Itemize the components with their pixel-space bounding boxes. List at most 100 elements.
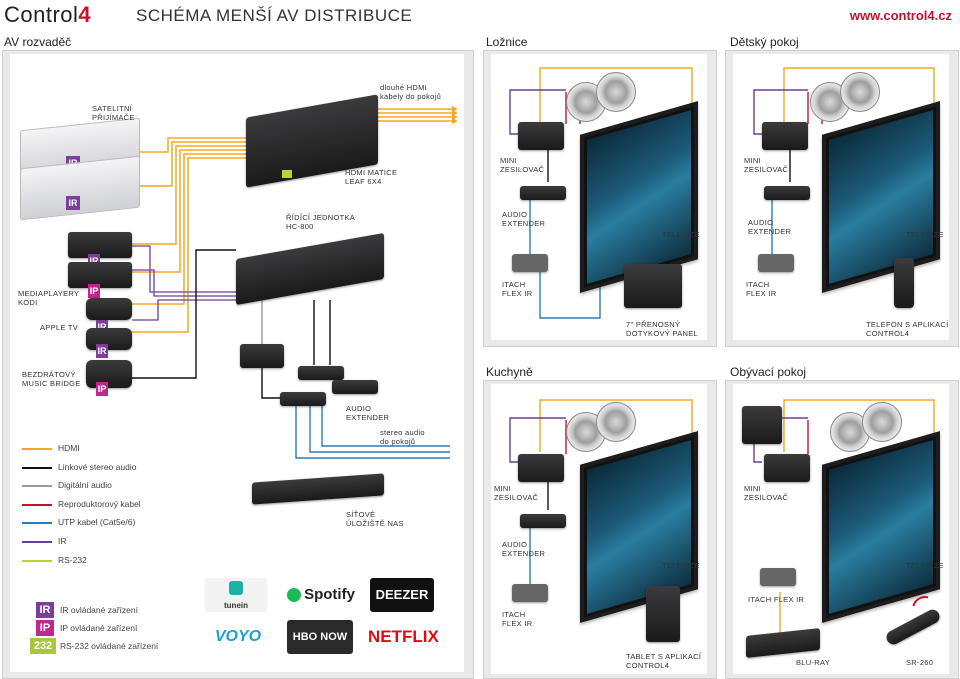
legend-swatch (22, 541, 52, 543)
control4-logo: Control4 (4, 2, 91, 28)
matrix-status-light (282, 170, 292, 178)
ceiling-speaker (840, 72, 880, 112)
legend-item-speaker-cable: Reproduktorový kabel (22, 496, 182, 514)
legend-item-digital-audio: Digitální audio (22, 477, 182, 495)
section-title-av-rack: AV rozvaděč (4, 35, 72, 49)
label-audio-extender: AUDIO EXTENDER (502, 540, 546, 558)
ir-cable-lines (132, 245, 236, 321)
legend-label: HDMI (58, 443, 80, 453)
legend-swatch (22, 522, 52, 524)
label-itach-flex-ir: ITACH FLEX IR (748, 595, 805, 604)
label-audio-extender: AUDIO EXTENDER (502, 210, 546, 228)
touch-panel-7in[interactable] (624, 264, 682, 308)
section-title-kitchen: Kuchyně (486, 365, 533, 379)
label-satellite-receivers: SATELITNÍ PŘIJÍMAČE (92, 104, 135, 122)
badge-legend-ip-label: IP ovládané zařízení (60, 623, 138, 633)
label-mini-amp: MINI ZESILOVAČ (494, 484, 539, 502)
label-mini-amp: MINI ZESILOVAČ (500, 156, 545, 174)
legend-swatch (22, 467, 52, 469)
label-tablet-app: TABLET S APLIKACÍ CONTROL4 (626, 652, 702, 670)
spotify-text: Spotify (304, 586, 355, 603)
digital-audio-converter (240, 344, 284, 368)
tablet[interactable] (646, 586, 680, 642)
label-tv: TELEVIZE (662, 230, 700, 239)
mini-amplifier (518, 454, 564, 482)
page-title: SCHÉMA MENŠÍ AV DISTRIBUCE (136, 6, 413, 25)
label-touch-panel: 7" PŘENOSNÝ DOTYKOVÝ PANEL (626, 320, 698, 338)
label-itach: ITACH FLEX IR (502, 280, 533, 298)
kodi-player-2 (68, 262, 132, 288)
ceiling-speaker (596, 72, 636, 112)
tv-screen (587, 110, 691, 284)
legend-item-hdmi: HDMI (22, 440, 182, 458)
audio-extender-rack-3 (280, 392, 326, 406)
stereo-audio-cable-music-bridge (130, 249, 236, 379)
television (580, 431, 698, 623)
label-phone-app: TELEFON S APLIKACÍ CONTROL4 (866, 320, 949, 338)
hdmi-cable-sources (132, 137, 250, 333)
label-bluray: BLU-RAY (796, 658, 831, 667)
spotify-logo: Spotify (285, 580, 357, 610)
television (822, 431, 940, 623)
label-tv: TELEVIZE (906, 230, 944, 239)
legend-swatch (22, 448, 52, 450)
hdmi-cable-long-runs (372, 108, 452, 122)
badge-legend-ir: IR (36, 602, 54, 618)
tv-screen (829, 440, 933, 614)
logo-text: Control (4, 2, 79, 27)
tunein-logo: tunein (205, 578, 267, 612)
smartphone[interactable] (894, 258, 914, 308)
spotify-icon (287, 588, 302, 603)
subwoofer (742, 406, 782, 444)
badge-legend-rs232-label: RS-232 ovládané zařízení (60, 641, 159, 651)
label-controller: ŘÍDÍCÍ JEDNOTKA HC-800 (286, 213, 356, 231)
badge-legend-rs232: 232 (30, 638, 56, 654)
audio-extender-rack-2 (332, 380, 378, 394)
legend-item-utp: UTP kabel (Cat5e/6) (22, 514, 182, 532)
legend-item-line-audio: Linkové stereo audio (22, 459, 182, 477)
audio-extender (764, 186, 810, 200)
label-long-hdmi: dlouhé HDMI kabely do pokojů (380, 83, 442, 101)
label-apple-tv: APPLE TV (40, 323, 79, 332)
section-title-bedroom: Ložnice (486, 35, 528, 49)
website-link[interactable]: www.control4.cz (849, 8, 952, 23)
section-title-kids-room: Dětský pokoj (730, 35, 799, 49)
legend-label: UTP kabel (Cat5e/6) (58, 517, 136, 527)
legend-swatch (22, 485, 52, 487)
music-bridge (86, 360, 132, 388)
legend-label: Reproduktorový kabel (58, 499, 141, 509)
legend-swatch (22, 504, 52, 506)
ceiling-speaker (596, 402, 636, 442)
tunein-text: tunein (224, 601, 248, 610)
badge-legend-ir-label: IR ovládané zařízení (60, 605, 138, 615)
television (822, 101, 940, 293)
itach-flex-ir (758, 254, 794, 272)
label-mini-amp: MINI ZESILOVAČ (744, 156, 789, 174)
stereo-audio-cables-extenders (261, 300, 331, 399)
label-mini-amp: MINI ZESILOVAČ (744, 484, 789, 502)
logo-num: 4 (78, 2, 92, 27)
badge-legend-ip: IP (36, 620, 54, 636)
utp-cables-audio (295, 404, 450, 459)
deezer-logo: DEEZER (370, 578, 434, 612)
legend-label: Linkové stereo audio (58, 462, 137, 472)
apple-tv-1 (86, 298, 132, 320)
label-stereo-audio: stereo audio do pokojů (380, 428, 425, 446)
label-music-bridge: BEZDRÁTOVÝ MUSIC BRIDGE (22, 370, 81, 388)
ip-badge: IP (88, 284, 100, 298)
label-hdmi-matrix: HDMI MATICE LEAF 6X4 (345, 168, 398, 186)
mini-amplifier (518, 122, 564, 150)
label-audio-extender-rack: AUDIO EXTENDER (346, 404, 390, 422)
legend-label: RS-232 (58, 555, 87, 565)
netflix-logo: NETFLIX (368, 627, 439, 646)
apple-tv-2 (86, 328, 132, 350)
ir-badge: IR (66, 196, 80, 210)
legend-label: Digitální audio (58, 480, 112, 490)
audio-extender-rack-1 (298, 366, 344, 380)
tunein-icon (229, 581, 243, 595)
tv-screen (829, 110, 933, 284)
itach-flex-ir (760, 568, 796, 586)
legend-item-ir: IR (22, 533, 182, 551)
itach-flex-ir (512, 584, 548, 602)
